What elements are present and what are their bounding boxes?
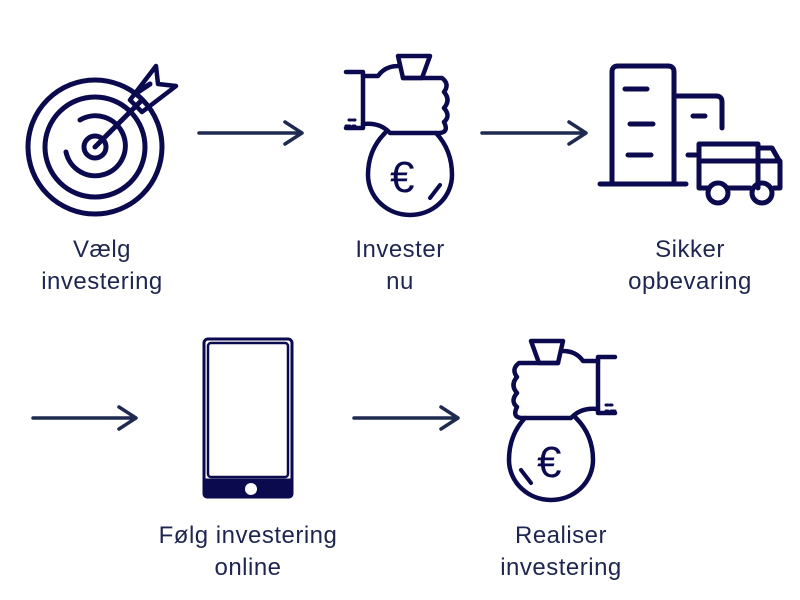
label-line: Realiser: [514, 522, 608, 549]
label-line: nu: [386, 268, 414, 295]
svg-text:€: €: [390, 153, 414, 202]
euro-symbol: €: [537, 438, 561, 487]
step-label-invest: Invester nu: [270, 234, 530, 298]
step-label-choose: Vælg investering: [0, 234, 232, 298]
step-label-realise: Realiser investering: [431, 520, 691, 584]
arrow-1: [197, 120, 304, 146]
label-line: Følg investering: [158, 522, 338, 549]
warehouse-truck-icon: [597, 63, 783, 206]
step-label-follow: Følg investering online: [118, 520, 378, 584]
arrow-3: [31, 405, 138, 431]
label-line: Invester: [355, 236, 445, 263]
label-line: investering: [500, 554, 622, 581]
money-bag-euro-icon: [506, 338, 618, 503]
label-line: Vælg: [72, 236, 132, 263]
label-line: opbevaring: [628, 268, 752, 295]
label-line: Sikker: [655, 236, 725, 263]
arrow-2: [480, 120, 588, 146]
target-icon: [25, 63, 179, 217]
arrow-4: [352, 405, 460, 431]
smartphone-icon: [202, 337, 294, 499]
step-label-storage: Sikker opbevaring: [560, 234, 800, 298]
label-line: online: [214, 554, 282, 581]
label-line: investering: [41, 268, 163, 295]
money-bag-euro-icon: €: [343, 53, 455, 218]
